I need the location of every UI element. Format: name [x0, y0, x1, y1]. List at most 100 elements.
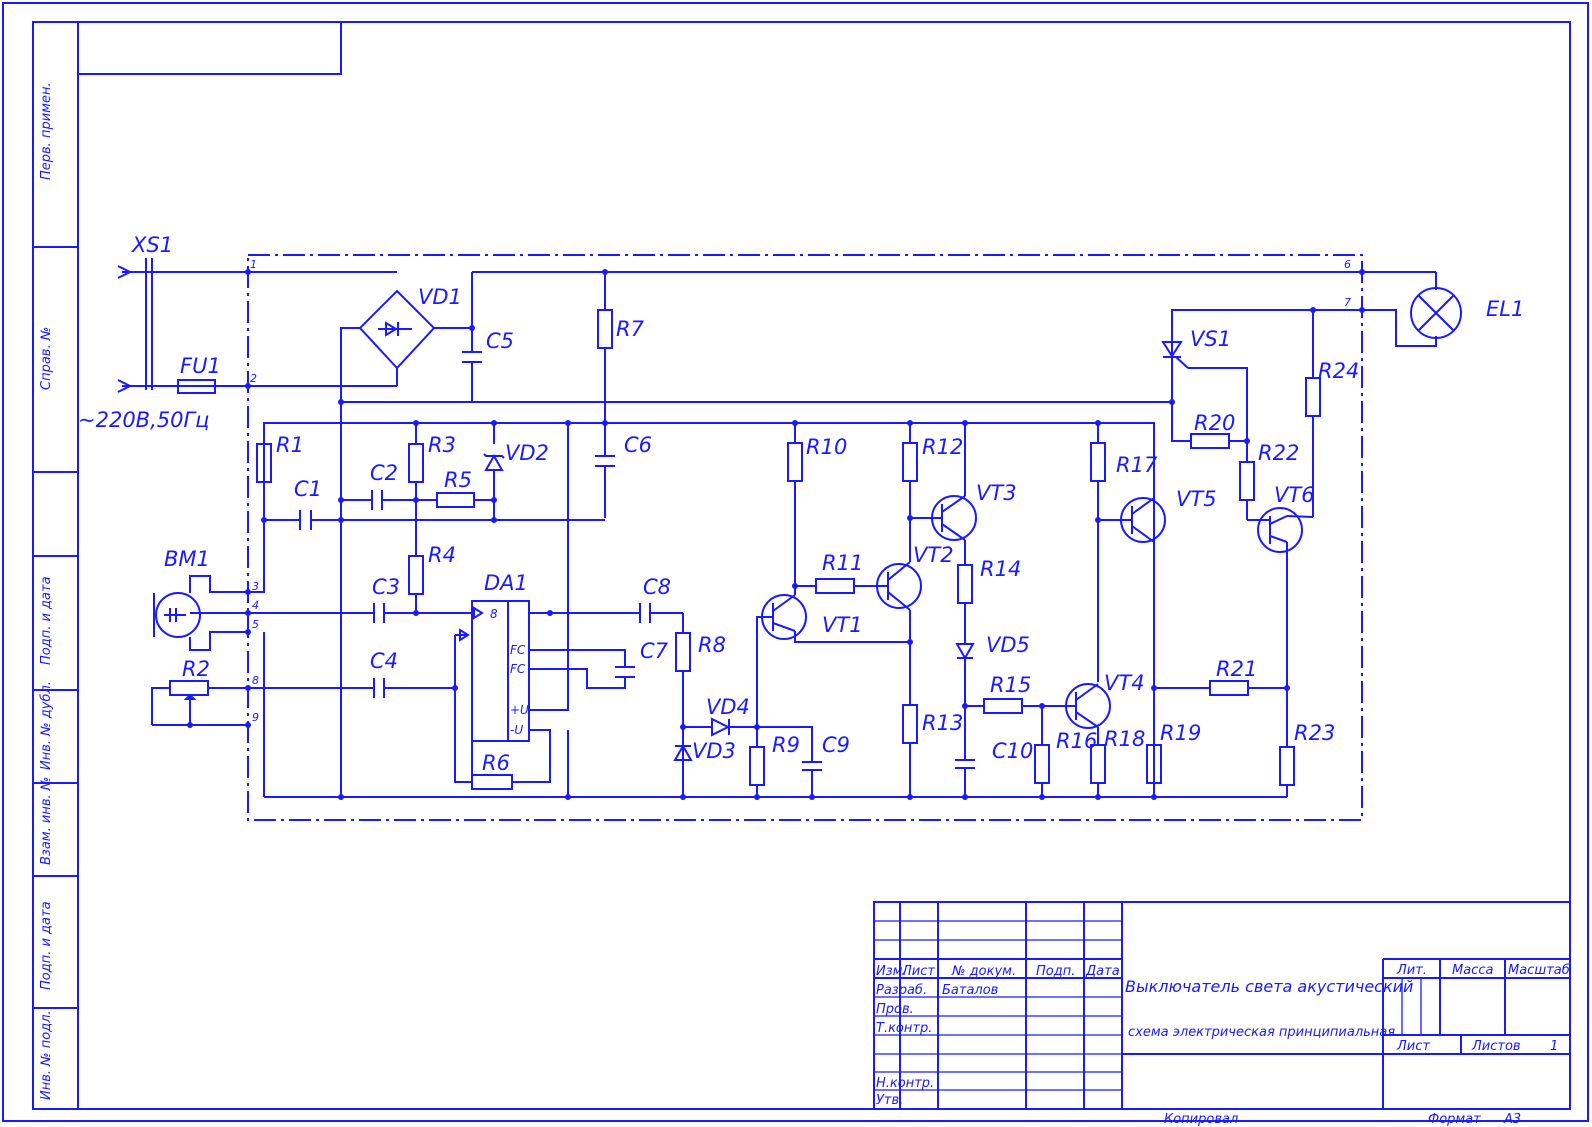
resistor-r6-symbol — [471, 774, 513, 790]
diode-vd4-symbol — [711, 717, 731, 737]
tb-title: Выключатель света акустический — [1125, 977, 1413, 996]
label-fu1: FU1 — [180, 354, 221, 378]
capacitor-c3-symbol — [373, 603, 385, 623]
resistor-r8-symbol — [675, 632, 691, 672]
label-c3: C3 — [372, 575, 400, 599]
resistor-r7-symbol — [597, 309, 613, 349]
label-bm1: BM1 — [164, 547, 210, 571]
label-r4: R4 — [428, 543, 456, 567]
pin-1: 1 — [250, 258, 257, 271]
da1-pin-plus-u: +U — [510, 703, 529, 717]
tb-doc: № докум. — [951, 964, 1016, 979]
pin-8: 8 — [252, 674, 259, 687]
label-vs1: VS1 — [1190, 327, 1231, 351]
tb-massa: Масса — [1452, 963, 1493, 978]
label-vt1: VT1 — [822, 613, 863, 637]
label-r2: R2 — [182, 657, 210, 681]
potentiometer-r2-symbol — [169, 680, 209, 707]
label-r16: R16 — [1056, 729, 1097, 753]
label-vd1: VD1 — [418, 285, 462, 309]
label-r17: R17 — [1116, 453, 1158, 477]
capacitor-c6-symbol — [595, 455, 615, 467]
fuse-fu1-symbol — [177, 379, 216, 394]
label-c4: C4 — [370, 649, 398, 673]
label-xs1: XS1 — [131, 233, 173, 257]
transistor-vt5-symbol — [1120, 497, 1166, 543]
tb-nkontr: Н.контр. — [876, 1076, 934, 1091]
transistor-vt6-symbol — [1257, 507, 1314, 553]
stamp-podp-data-2: Подп. и дата — [39, 901, 54, 990]
resistor-r23-symbol — [1279, 746, 1295, 786]
pin-7: 7 — [1344, 296, 1351, 309]
label-c2: C2 — [370, 461, 398, 485]
stamp-inv-dubl: Инв. № дубл. — [39, 681, 54, 770]
resistor-r10-symbol — [787, 442, 803, 482]
label-r12: R12 — [922, 435, 963, 459]
label-r14: R14 — [980, 557, 1021, 581]
tb-podp: Подп. — [1036, 964, 1075, 979]
label-c5: C5 — [486, 329, 514, 353]
label-c1: C1 — [294, 477, 322, 501]
resistor-r12-symbol — [902, 442, 918, 482]
label-r18: R18 — [1104, 727, 1145, 751]
label-vd2: VD2 — [505, 441, 549, 465]
capacitor-c2-symbol — [371, 490, 383, 510]
stamp-sprav: Справ. № — [39, 327, 54, 390]
label-r24: R24 — [1318, 359, 1359, 383]
diode-vd5-symbol — [955, 643, 975, 661]
tb-sheets: Листов — [1471, 1039, 1521, 1054]
capacitor-c9-symbol — [802, 761, 822, 771]
junctions — [187, 269, 1365, 800]
label-r21: R21 — [1216, 657, 1257, 681]
label-r13: R13 — [922, 711, 963, 735]
resistor-r19-symbol — [1146, 744, 1162, 784]
resistor-r21-symbol — [1209, 680, 1249, 696]
label-r11: R11 — [822, 551, 863, 575]
microphone-bm1-symbol — [153, 592, 201, 638]
resistor-r24-symbol — [1305, 377, 1321, 417]
label-r6: R6 — [482, 751, 510, 775]
resistor-r4-symbol — [408, 555, 424, 595]
da1-pin-labels: 8 FC FC +U -U — [490, 607, 529, 737]
title-block: Изм. Лист № докум. Подп. Дата Разраб. Ба… — [873, 901, 1571, 1127]
tb-sheet: Лист — [1396, 1039, 1430, 1054]
connector-pin-numbers: 1 2 3 4 5 8 9 6 7 — [250, 258, 1351, 724]
tb-razrab: Разраб. — [876, 983, 927, 998]
stamp-perv-primen: Перв. примен. — [39, 82, 54, 180]
resistor-r5-symbol — [436, 492, 475, 508]
da1-pin-fc1: FC — [510, 643, 526, 657]
ic-da1-symbol — [459, 600, 530, 742]
label-r20: R20 — [1194, 411, 1235, 435]
label-vd4: VD4 — [706, 695, 750, 719]
label-r3: R3 — [428, 433, 456, 457]
resistor-r14-symbol — [957, 564, 973, 604]
thyristor-vs1-symbol — [1161, 341, 1189, 369]
resistor-r17-symbol — [1090, 442, 1106, 482]
label-c9: C9 — [822, 733, 850, 757]
tb-format: Формат — [1428, 1112, 1481, 1127]
label-r9: R9 — [772, 733, 800, 757]
label-r23: R23 — [1294, 721, 1335, 745]
resistor-r20-symbol — [1190, 433, 1230, 449]
label-r15: R15 — [990, 673, 1031, 697]
pin-2: 2 — [250, 372, 257, 385]
da1-pin-minus-u: -U — [510, 723, 523, 737]
tb-izm: Изм. — [876, 964, 907, 979]
label-vt6: VT6 — [1274, 483, 1315, 507]
label-r10: R10 — [806, 435, 847, 459]
resistor-r1-symbol — [256, 443, 272, 483]
label-r7: R7 — [616, 317, 645, 341]
component-labels: XS1 FU1 ~220В,50Гц VD1 C5 R7 EL1 VS1 R24… — [78, 233, 1524, 775]
label-r19: R19 — [1160, 721, 1201, 745]
label-vt3: VT3 — [976, 481, 1017, 505]
diode-vd3-symbol — [673, 743, 693, 761]
stamp-podp-data-1: Подп. и дата — [39, 576, 54, 665]
label-vt2: VT2 — [913, 543, 954, 567]
capacitor-c10-symbol — [955, 759, 975, 769]
tb-subtitle: схема электрическая принципиальная — [1128, 1025, 1395, 1040]
label-vt4: VT4 — [1104, 671, 1145, 695]
transistor-vt2-symbol — [876, 561, 922, 611]
tb-prov: Пров. — [876, 1002, 914, 1017]
da1-pin-fc2: FC — [510, 662, 526, 676]
